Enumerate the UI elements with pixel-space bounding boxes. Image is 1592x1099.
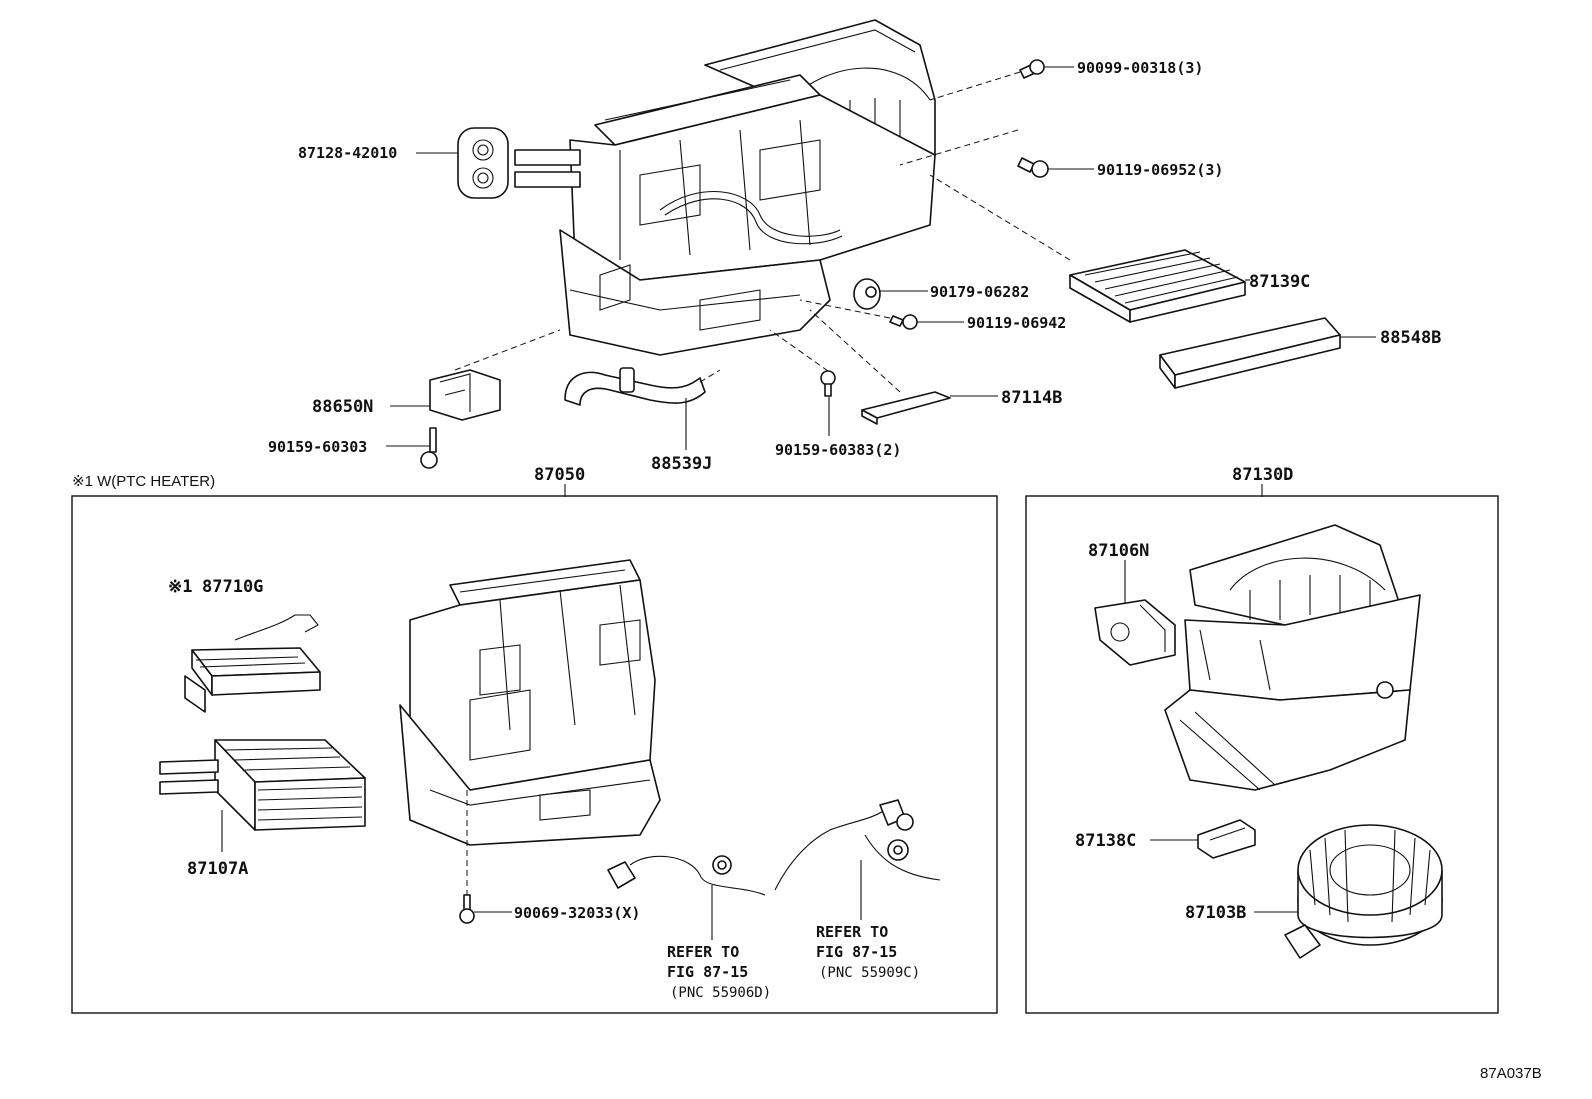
resistor-87138c: [1197, 819, 1256, 859]
servo-motor-88650n: [429, 369, 501, 421]
figure-code: 87A037B: [1480, 1065, 1542, 1082]
refer2-line1: REFER TO: [816, 923, 888, 941]
ptc-mark: ※1: [168, 577, 192, 597]
servo-motor-87106n: [1094, 599, 1176, 666]
ptc-heater-87710g: [184, 614, 321, 713]
label-87139c: 87139C: [1249, 272, 1310, 292]
blower-motor-87103b: [1284, 824, 1443, 959]
label-90179: 90179-06282: [930, 283, 1029, 301]
label-88650n: 88650N: [312, 397, 373, 417]
label-87138c: 87138C: [1075, 831, 1136, 851]
label-87128: 87128-42010: [298, 144, 397, 162]
screw-90099: [1019, 59, 1045, 79]
refer1-line2: FIG 87-15: [667, 963, 748, 981]
label-88539j: 88539J: [651, 454, 712, 474]
refer1-line1: REFER TO: [667, 943, 739, 961]
ptc-heater-note: ※1 W(PTC HEATER): [72, 473, 215, 490]
label-87114b: 87114B: [1001, 388, 1062, 408]
label-87106n: 87106N: [1088, 541, 1149, 561]
label-87050: 87050: [534, 465, 585, 485]
grommet-87128: [457, 127, 509, 199]
clip-90179: [853, 278, 881, 310]
refer2-line3: (PNC 55909C): [819, 965, 920, 981]
drain-hose-88539j: [564, 367, 706, 406]
label-87103b: 87103B: [1185, 903, 1246, 923]
label-90159-60383: 90159-60383(2): [775, 441, 901, 459]
label-87710g: 87710G: [202, 577, 263, 597]
heater-core-87107a: [159, 739, 366, 831]
label-88548b: 88548B: [1380, 328, 1441, 348]
refer2-line2: FIG 87-15: [816, 943, 897, 961]
heater-unit-frame: [71, 495, 998, 1014]
refer1-line3: (PNC 55906D): [670, 985, 771, 1001]
air-filter-87139c: [1069, 249, 1246, 323]
main-air-conditioning-unit: [514, 19, 936, 356]
screw-90069: [459, 894, 475, 924]
label-87107a: 87107A: [187, 859, 248, 879]
heater-case-87050: [399, 559, 661, 846]
screw-90119-06942: [889, 314, 918, 330]
seal-87114b: [861, 391, 951, 425]
screw-90159-60303: [420, 427, 438, 469]
label-90119-06952: 90119-06952(3): [1097, 161, 1223, 179]
screw-90119-06952: [1017, 157, 1049, 178]
screw-90159-60383: [820, 370, 836, 397]
blower-assy-frame: [1025, 495, 1499, 1014]
sensor-wire-55906d: [607, 855, 766, 896]
label-90119-06942: 90119-06942: [967, 314, 1066, 332]
label-90069: 90069-32033(X): [514, 904, 640, 922]
label-87130d: 87130D: [1232, 465, 1293, 485]
sensor-wire-55909c: [774, 799, 941, 891]
label-90159-60303: 90159-60303: [268, 438, 367, 456]
filter-cover-88548b: [1159, 317, 1341, 389]
label-90099: 90099-00318(3): [1077, 59, 1203, 77]
blower-case-87130d: [1164, 524, 1421, 791]
